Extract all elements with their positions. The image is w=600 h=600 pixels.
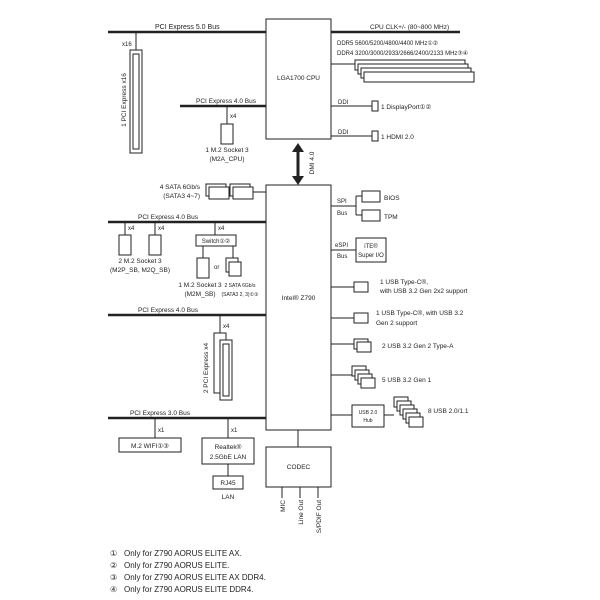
footnote-mark-2: ②	[110, 561, 117, 570]
pcie-x4-label: 2 PCI Express x4	[203, 343, 210, 394]
lineout-label: Line Out	[298, 500, 305, 525]
m2-cpu-label-2: (M2A_CPU)	[209, 156, 244, 163]
usb20-label: 8 USB 2.0/1.1	[428, 408, 469, 415]
x4-a: x4	[128, 226, 135, 232]
usb-gen1-label: 5 USB 3.2 Gen 1	[382, 377, 432, 384]
footnote-text-1: Only for Z790 AORUS ELITE AX.	[124, 549, 242, 558]
codec-box	[265, 446, 332, 488]
x1-a: x1	[158, 428, 165, 434]
m2-cpu-label-1: 1 M.2 Socket 3	[205, 147, 249, 154]
sata-ports	[205, 183, 266, 200]
footnote-mark-3: ③	[110, 573, 117, 582]
ddi-label-1: DDI	[338, 100, 349, 106]
usbc-gen2x2-label-2: with USB 3.2 Gen 2x2 support	[379, 288, 468, 295]
usb-gen2-typea-label: 2 USB 3.2 Gen 2 Type-A	[382, 343, 454, 350]
or-label: or	[214, 265, 219, 271]
espi-label: eSPI	[335, 243, 348, 249]
dimm-slots	[331, 59, 475, 83]
ite-label-1: iTE®	[364, 243, 378, 250]
chipset-label: Intel® Z790	[282, 294, 316, 302]
dmi-label: DMI 4.0	[309, 151, 316, 174]
codec-label: CODEC	[287, 464, 311, 471]
m2m-label-2: (M2M_SB)	[184, 291, 215, 298]
usbc-gen2-label-2: Gen 2 support	[376, 320, 417, 327]
dmi-link	[292, 143, 304, 185]
pcie3-bus-label: PCI Express 3.0 Bus	[130, 410, 191, 417]
lan-label: LAN	[222, 494, 235, 501]
chipset-box	[265, 184, 332, 431]
m2m-socket	[196, 257, 210, 279]
switch-box	[195, 234, 237, 247]
footnote-text-3: Only for Z790 AORUS ELITE AX DDR4.	[124, 573, 266, 582]
m2q-socket	[148, 234, 162, 256]
x1-b: x1	[231, 428, 238, 434]
ite-label-2: Super I/O	[358, 253, 384, 259]
x4-d: x4	[223, 324, 230, 330]
usb2-hub-label-2: Hub	[363, 418, 372, 424]
hdmi-label: 1 HDMI 2.0	[381, 134, 414, 141]
m2-cpu-x4: x4	[230, 114, 237, 120]
wifi-socket	[118, 437, 182, 453]
wifi-label: M.2 WIFI①③	[131, 442, 169, 450]
footnote-mark-1: ①	[110, 549, 117, 558]
pcie-x16-label: 1 PCI Express x16	[121, 73, 128, 127]
mic-label: MIC	[280, 500, 287, 512]
cpu-box	[265, 18, 332, 140]
pcie4-bus-2-label: PCI Express 4.0 Bus	[138, 307, 199, 314]
spi-label: SPI	[337, 199, 347, 205]
usbc-gen2-label-1: 1 USB Type-C®, with USB 3.2	[376, 309, 464, 317]
bios-chip	[361, 190, 381, 203]
pcie4-bus-1-label: PCI Express 4.0 Bus	[138, 214, 199, 221]
footnotes: ① Only for Z790 AORUS ELITE AX. ② Only f…	[110, 549, 266, 594]
displayport-connector	[371, 100, 379, 112]
sata-label-1: 4 SATA 6Gb/s	[160, 184, 201, 191]
footnote-text-2: Only for Z790 AORUS ELITE.	[124, 561, 229, 570]
usb2-hub-label-1: USB 2.0	[359, 410, 378, 416]
rj45-connector	[212, 475, 244, 490]
usbc-gen2x2-label-1: 1 USB Type-C®,	[380, 278, 428, 286]
sata2-label-2: (SATA3 2, 3)①②	[221, 292, 259, 298]
bios-label: BIOS	[384, 195, 400, 202]
lan-chip-label-2: 2.5GbE LAN	[210, 454, 247, 461]
spi-bus-label: Bus	[337, 211, 347, 217]
lan-chip-label-1: Realtek®	[215, 443, 242, 451]
cpu-pcie4-bus-label: PCI Express 4.0 Bus	[196, 98, 257, 105]
cpu-label: LGA1700 CPU	[277, 75, 320, 82]
m2-cpu-socket	[220, 123, 234, 145]
m2-sb-label-1: 2 M.2 Socket 3	[118, 258, 162, 265]
x4-b: x4	[158, 226, 165, 232]
usb-gen1-ports	[351, 365, 376, 389]
usb20-ports	[393, 396, 424, 428]
m2-sb-label-2: (M2P_SB, M2Q_SB)	[110, 267, 170, 274]
tpm-label: TPM	[384, 214, 398, 221]
pcie5-bus-label: PCI Express 5.0 Bus	[155, 24, 220, 31]
sata-label-2: (SATA3 4~7)	[163, 193, 200, 200]
espi-bus-label: Bus	[337, 254, 347, 260]
displayport-label: 1 DisplayPort①②	[381, 103, 431, 111]
super-io-chip	[355, 237, 387, 263]
tpm-header	[361, 209, 381, 222]
m2m-label-1: 1 M.2 Socket 3	[178, 282, 222, 289]
footnote-text-4: Only for Z790 AORUS ELITE DDR4.	[124, 585, 253, 594]
pcie-x4-slots	[213, 332, 233, 401]
lan-chip	[201, 437, 255, 465]
rj45-label: RJ45	[220, 480, 236, 487]
x16-label: x16	[122, 42, 132, 48]
usb-gen2-typea-ports	[353, 338, 372, 353]
hdmi-connector	[371, 130, 379, 142]
footnote-mark-4: ④	[110, 585, 117, 594]
usb2-hub	[351, 404, 385, 428]
switch-label: Switch①②	[202, 238, 230, 245]
ddi-label-2: DDI	[338, 130, 349, 136]
x4-c: x4	[218, 226, 225, 232]
sata2-label-1: 2 SATA 6Gb/s	[225, 283, 256, 289]
usbc-gen2-port	[353, 312, 369, 324]
usbc-gen2x2-port	[353, 281, 369, 293]
spdif-label: S/PDIF Out	[316, 500, 323, 533]
m2p-socket	[118, 234, 132, 256]
ddr4-label: DDR4 3200/3000/2933/2666/2400/2133 MHz③④	[337, 50, 468, 57]
ddr5-label: DDR5 5600/5200/4800/4400 MHz①②	[337, 40, 438, 47]
cpu-clock-label: CPU CLK+/- (80~800 MHz)	[370, 24, 449, 31]
